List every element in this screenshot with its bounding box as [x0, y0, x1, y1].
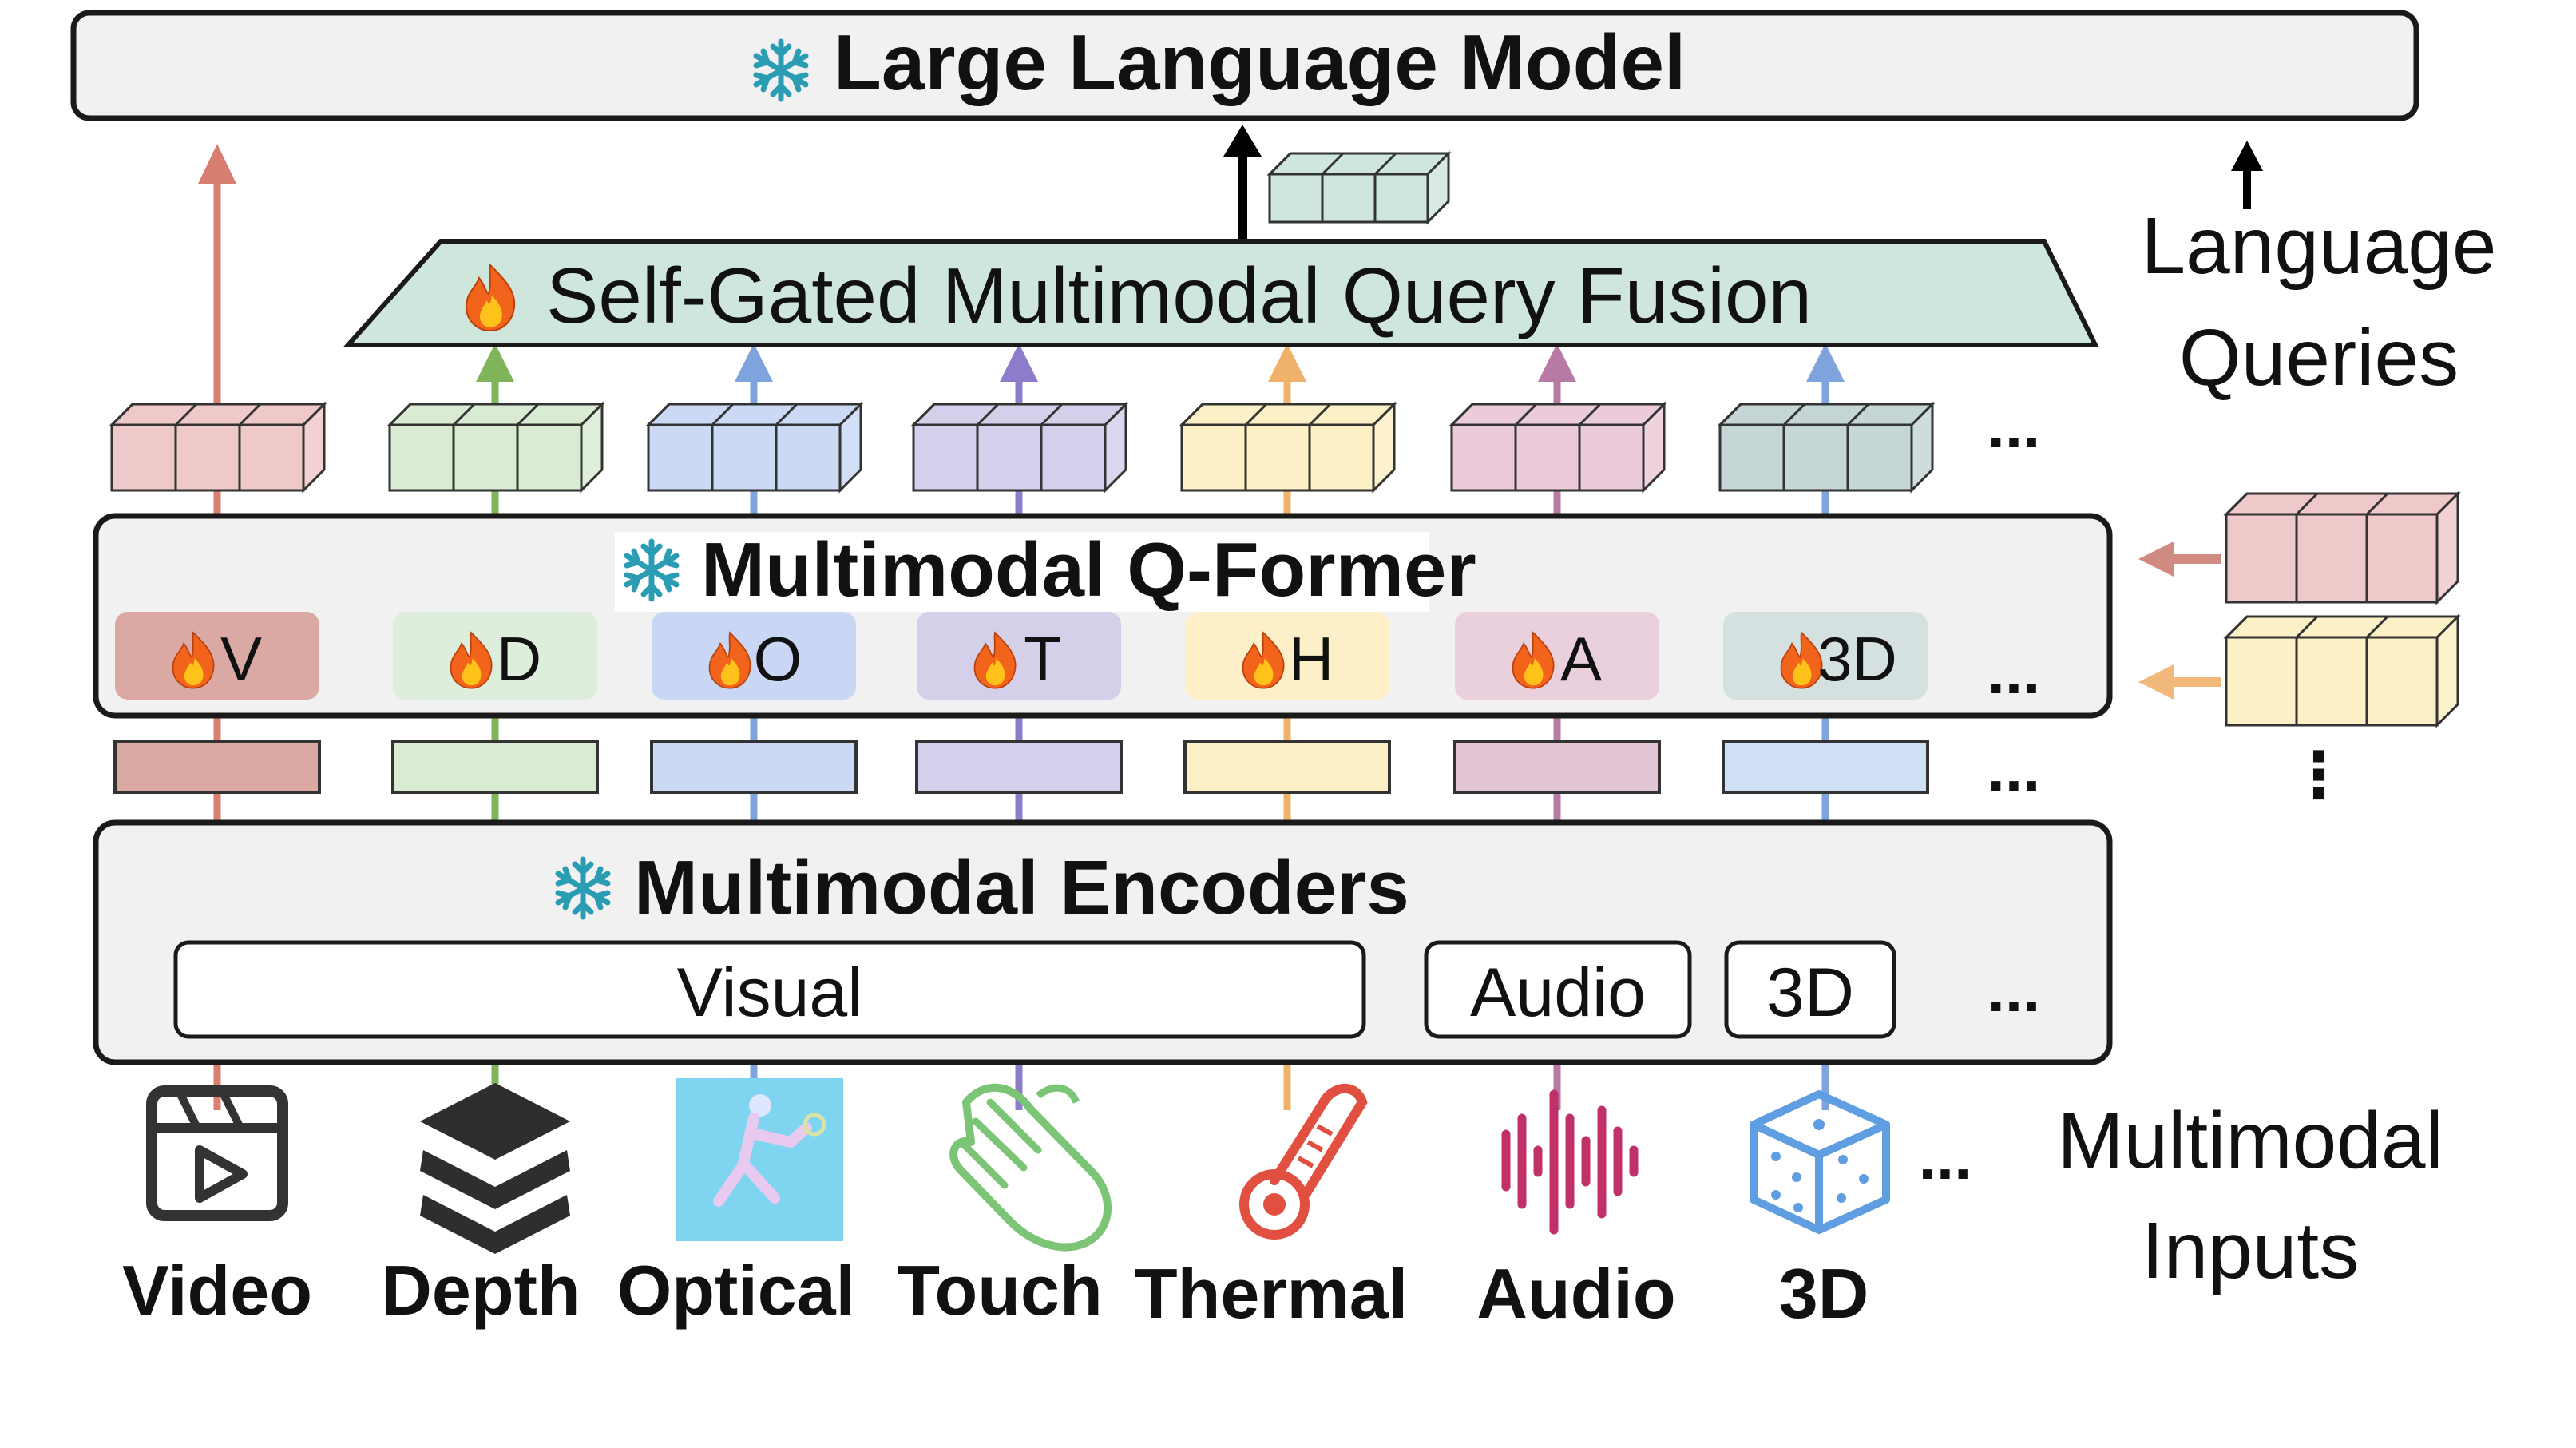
3d-encoder-label: 3D	[1766, 954, 1854, 1031]
arrow-language-queries	[2231, 141, 2263, 209]
feature-bar	[1722, 740, 1929, 794]
input-label-video: Video	[122, 1251, 312, 1330]
arrowhead	[198, 144, 236, 184]
feature-bar	[1453, 740, 1661, 794]
hand-touch-icon	[949, 1083, 1112, 1252]
layers-icon	[420, 1083, 570, 1254]
llm-title: Large Language Model	[834, 18, 1686, 106]
qformer-ellipsis: ...	[1987, 636, 2041, 707]
query-token-cube	[1179, 401, 1397, 494]
fusion-block: Self-Gated Multimodal Query Fusion	[343, 239, 2099, 347]
encoders-title: Multimodal Encoders	[634, 845, 1409, 930]
query-token-cube	[109, 401, 327, 494]
arrowhead	[735, 343, 773, 382]
expert-label: V	[220, 624, 262, 694]
expert-label: H	[1289, 624, 1334, 694]
arrowhead	[1268, 343, 1306, 382]
arrowhead	[1538, 343, 1576, 382]
feature-row-ellipsis: ...	[1987, 733, 2041, 804]
arrowhead	[476, 343, 514, 382]
arrowhead	[2138, 542, 2174, 577]
arrowhead	[1806, 343, 1845, 382]
expert-label: O	[754, 624, 803, 694]
visual-encoder-label: Visual	[677, 954, 863, 1031]
optical-flow-image	[676, 1078, 843, 1241]
query-row-ellipsis: ...	[1987, 390, 2041, 461]
feature-bar	[650, 740, 858, 794]
dice-cube-icon	[1750, 1090, 1890, 1234]
input-label-audio: Audio	[1476, 1254, 1675, 1333]
query-token-cube	[645, 401, 864, 494]
multimodal-inputs-line2: Inputs	[2142, 1206, 2359, 1295]
encoders-block: Multimodal Encoders Visual Audio 3D ...	[93, 819, 2113, 1065]
fused-token-cube	[1266, 150, 1452, 225]
arrowhead	[1000, 343, 1038, 382]
query-token-cube	[1717, 401, 1936, 494]
visual-encoder-box	[173, 940, 1366, 1039]
expert-h: H	[1185, 612, 1389, 700]
language-queries-line2: Queries	[2179, 313, 2459, 403]
expert-label: 3D	[1817, 624, 1897, 694]
audio-encoder-label: Audio	[1470, 954, 1646, 1031]
input-icons: ...	[146, 1078, 1972, 1254]
expert-a: A	[1455, 612, 1659, 700]
input-labels: Video Depth Optical Touch Thermal Audio …	[122, 1251, 1869, 1333]
modality-query-tokens	[109, 401, 1936, 494]
language-queries-line1: Language	[2142, 201, 2497, 291]
fusion-title: Self-Gated Multimodal Query Fusion	[546, 252, 1812, 339]
audio-encoder-box	[1424, 940, 1692, 1039]
feature-bar	[391, 740, 599, 794]
encoder-feature-bars	[113, 740, 1929, 794]
expert-label: A	[1560, 624, 1602, 694]
multimodal-inputs-line1: Multimodal	[2057, 1096, 2443, 1185]
qformer-title: Multimodal Q-Former	[701, 527, 1476, 613]
language-query-cube	[2223, 613, 2461, 728]
fused-query-tokens	[1266, 150, 1452, 225]
thermometer-icon	[1239, 1083, 1368, 1240]
encoders-ellipsis: ...	[1987, 954, 2041, 1025]
expert-label: D	[497, 624, 541, 694]
arrowhead	[2138, 664, 2174, 700]
query-token-cube	[1449, 401, 1667, 494]
qformer-experts: V D O T H A 3D	[115, 612, 1928, 700]
expert-d: D	[393, 612, 597, 700]
query-token-cube	[386, 401, 605, 494]
3d-encoder-box	[1724, 940, 1896, 1039]
expert-3d: 3D	[1723, 612, 1928, 700]
input-label-depth: Depth	[381, 1251, 580, 1330]
feature-bar	[1183, 740, 1391, 794]
language-query-cube	[2223, 490, 2461, 605]
feature-bar	[113, 740, 321, 794]
expert-label: T	[1024, 624, 1062, 694]
inputs-ellipsis: ...	[1919, 1121, 1972, 1192]
expert-t: T	[917, 612, 1121, 700]
input-label-optical: Optical	[617, 1251, 855, 1330]
sound-wave-icon	[1501, 1089, 1639, 1235]
side-language-queries	[2138, 490, 2461, 728]
expert-v: V	[115, 612, 319, 700]
expert-o: O	[652, 612, 856, 700]
arrow-into-llm-center	[1223, 125, 1262, 240]
feature-bar	[915, 740, 1123, 794]
input-label-thermal: Thermal	[1135, 1254, 1408, 1333]
input-label-touch: Touch	[897, 1251, 1102, 1330]
llm-block: Large Language Model	[70, 10, 2419, 121]
input-label-3d: 3D	[1779, 1254, 1869, 1333]
query-token-cube	[910, 401, 1129, 494]
video-clapper-icon	[146, 1085, 288, 1221]
side-vertical-ellipsis: ⋮	[2287, 740, 2351, 811]
